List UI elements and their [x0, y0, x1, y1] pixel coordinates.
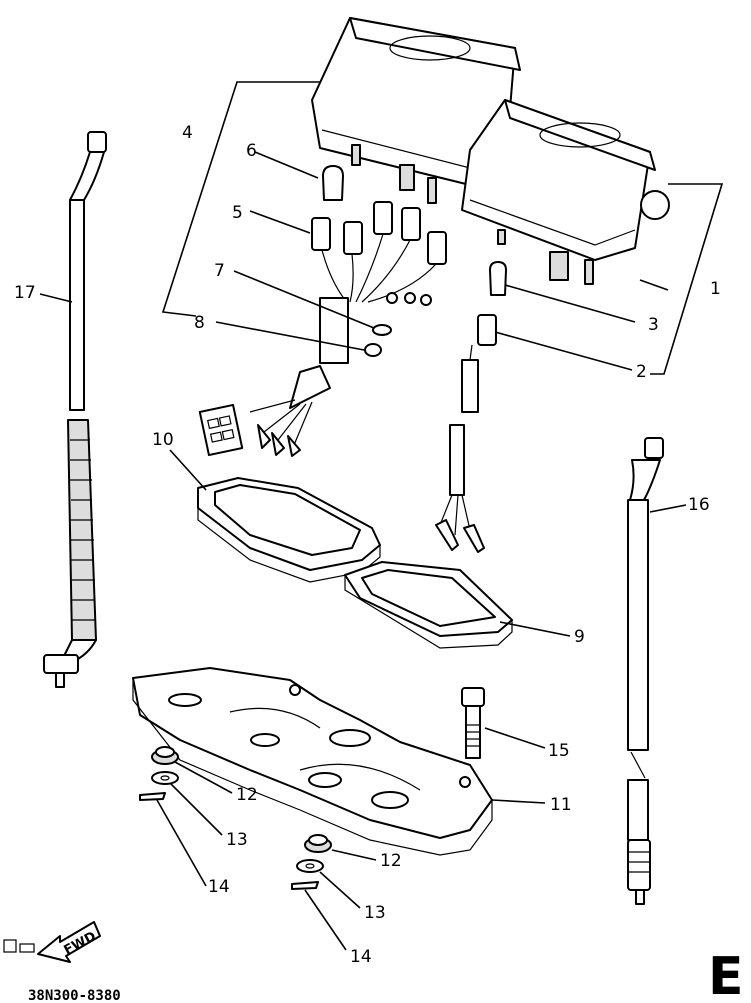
label-11: 11 — [550, 795, 572, 815]
label-13b: 13 — [364, 903, 386, 923]
label-9: 9 — [574, 627, 585, 647]
label-12b: 12 — [380, 851, 402, 871]
label-2: 2 — [636, 362, 647, 382]
meter-housing-left — [311, 17, 521, 204]
grommet-12-left — [151, 746, 179, 765]
bulb-3 — [489, 261, 507, 296]
label-6: 6 — [246, 141, 257, 161]
label-17: 17 — [14, 283, 36, 303]
bracket-left — [161, 81, 322, 317]
label-14b: 14 — [350, 947, 372, 967]
meter-cable-16 — [627, 437, 664, 905]
label-14a: 14 — [208, 877, 230, 897]
meter-housing-right — [461, 99, 670, 285]
bracket-right — [650, 183, 724, 375]
washer-13-left — [151, 771, 179, 785]
bulb-6 — [322, 165, 344, 201]
damper-cushion-10 — [197, 477, 381, 583]
label-5: 5 — [232, 203, 243, 223]
label-13a: 13 — [226, 830, 248, 850]
fwd-arrow: FWD — [3, 921, 101, 963]
meter-bracket-11 — [132, 667, 493, 856]
socket-cord-2 — [435, 314, 497, 553]
clip-14-left — [139, 792, 166, 801]
bolt-15 — [461, 687, 485, 759]
page-letter: E — [708, 947, 744, 1003]
clip-14-right — [291, 881, 319, 890]
washer-7 — [372, 324, 392, 336]
damper-cushion-9 — [344, 561, 513, 649]
meter-cable-17 — [43, 131, 107, 688]
label-1: 1 — [710, 279, 721, 299]
label-4: 4 — [182, 123, 193, 143]
diagram-code: 38N300-8380 — [28, 988, 121, 1003]
label-15: 15 — [548, 741, 570, 761]
wire-harness-connector — [198, 365, 331, 457]
washer-13-right — [296, 859, 324, 873]
nut-8 — [364, 343, 382, 357]
label-10: 10 — [152, 430, 174, 450]
part-labels: 1 2 3 4 5 6 7 8 9 10 11 12 12 13 13 14 1… — [14, 123, 721, 967]
label-3: 3 — [648, 315, 659, 335]
leader-lines — [39, 151, 687, 951]
label-16: 16 — [688, 495, 710, 515]
grommet-12-right — [304, 834, 332, 853]
socket-cord-5 — [311, 201, 447, 364]
label-12a: 12 — [236, 785, 258, 805]
label-7: 7 — [214, 261, 225, 281]
label-8: 8 — [194, 313, 205, 333]
